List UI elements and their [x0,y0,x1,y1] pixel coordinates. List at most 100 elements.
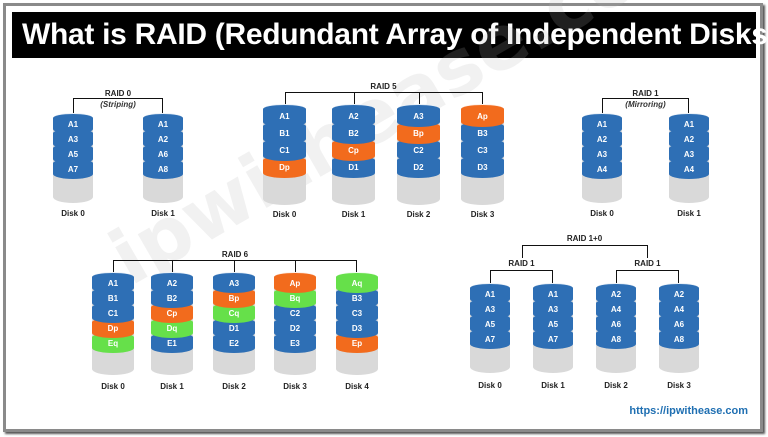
disk-block-label: A1 [547,290,559,299]
disk-block-label: D1 [228,324,240,333]
disk-block-label: Dp [279,163,290,172]
disk-block-label: A1 [157,120,169,129]
disk-block-label: Aq [351,279,363,288]
disk-block-label: D3 [477,163,488,172]
group-subtitle: (Striping) [100,100,136,109]
disk-label: Disk 4 [345,382,369,391]
disk-block: Aq [336,272,378,293]
disk-block-label: Ep [351,339,363,348]
disk-block-label: C2 [413,146,424,155]
disk-block: A1 [669,113,709,134]
disk-block-label: A3 [228,279,240,288]
group-connector [602,98,689,115]
disk-block-label: A1 [484,290,496,299]
disk-block-label: A1 [596,120,608,129]
disk-block-label: A2 [683,135,695,144]
disk-block: A1 [143,113,183,134]
disk-block-label: A5 [484,320,496,329]
disk-label: Disk 1 [677,209,701,218]
disk-block: A2 [659,283,699,304]
disk-block: A3 [213,272,255,293]
subgroup-connector [490,270,553,285]
subgroup-connector [616,270,679,285]
disk-block: A1 [470,283,510,304]
disk-block-label: A3 [596,150,608,159]
disk-block-label: A4 [673,305,685,314]
disk-block-label: A3 [683,150,695,159]
disk-block-label: B1 [279,129,290,138]
disk-block-label: A2 [348,112,359,121]
group-connector [284,92,483,106]
disk-block-label: C3 [477,146,488,155]
disk-block: A1 [263,104,306,127]
group-title: RAID 1 [632,89,659,98]
disk-block: A2 [151,272,193,293]
disk-block-label: A6 [673,320,685,329]
disk-block-label: A2 [166,279,178,288]
disk-block-label: D2 [413,163,424,172]
disk-block-label: C1 [107,309,119,318]
disk-block-label: Eq [107,339,119,348]
disk-block-label: B3 [477,129,488,138]
disk-block-label: B1 [107,294,119,303]
disk-label: Disk 0 [61,209,85,218]
footer-url-link[interactable]: https://ipwithease.com [629,405,748,417]
disk-block-label: A3 [547,305,559,314]
disk-label: Disk 1 [151,209,175,218]
disk-block-label: A5 [67,150,79,159]
disk-block-label: A2 [610,290,622,299]
disk-block-label: Bp [228,294,240,303]
subgroup-label: RAID 1 [634,259,661,268]
disk-block-label: E1 [167,339,177,348]
disk-raid5-0: Dp C1 B1 A1 [263,104,306,205]
disk-block-label: D2 [289,324,301,333]
disk-block-label: C3 [351,309,363,318]
disk-block-label: B2 [348,129,359,138]
page-title: What is RAID (Redundant Array of Indepen… [12,12,768,58]
disk-block-label: C2 [289,309,301,318]
disk-block: A1 [582,113,622,134]
disk-block: A1 [53,113,93,134]
disk-block-label: C1 [279,146,290,155]
disk-block: Ap [274,272,316,293]
disk-block-label: A2 [673,290,685,299]
disk-label: Disk 0 [272,210,297,219]
disk-label: Disk 2 [406,210,431,219]
disk-block-label: Bp [413,129,424,138]
disk-block: A1 [533,283,573,304]
disk-block-label: Ap [289,279,301,288]
disk-label: Disk 2 [222,382,246,391]
disk-label: Disk 1 [541,381,565,390]
disk-block-label: A1 [279,112,290,121]
disk-label: Disk 0 [590,209,614,218]
disk-block-label: A2 [157,135,169,144]
connector-drop [353,92,355,106]
disk-block-label: A1 [67,120,79,129]
subgroup-label: RAID 1 [508,259,535,268]
connector-drop [295,260,296,274]
disk-block-label: Cq [228,309,240,318]
disk-block: A2 [596,283,636,304]
group-title: RAID 5 [370,82,397,91]
disk-block-label: A1 [107,279,119,288]
group-title: RAID 0 [104,89,132,98]
disk-block: A2 [332,104,375,127]
disk-block-label: A5 [547,320,559,329]
disk-block: A1 [92,272,134,293]
connector-drop [172,260,173,274]
group-connector [73,98,163,115]
connector-drop [418,92,420,106]
disk-block-label: A7 [484,335,496,344]
disk-label: Disk 1 [160,382,184,391]
